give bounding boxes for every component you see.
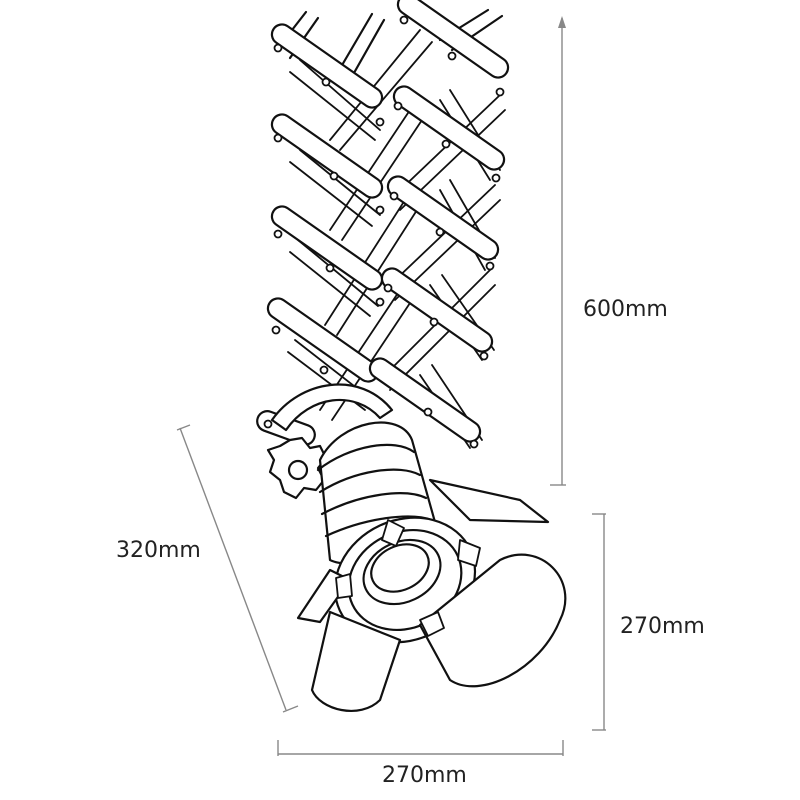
barn-door-bottom [310, 610, 402, 712]
scissor-arm [256, 0, 510, 449]
dimension-bottom [277, 740, 564, 756]
dimension-lines [176, 16, 606, 756]
barn-door-top [428, 478, 550, 524]
dimension-diagonal [176, 424, 299, 713]
lamp-clips [335, 519, 481, 637]
lamp-yoke [270, 383, 394, 432]
knob-center [287, 459, 309, 481]
arm-rivets [263, 15, 505, 449]
height-label: 600mm [583, 297, 668, 322]
barn-door-right [418, 553, 567, 688]
side-label: 270mm [620, 614, 705, 639]
dimension-side [592, 513, 606, 731]
bottom-label: 270mm [382, 763, 467, 788]
lamp-head [266, 383, 567, 712]
arm-slats [256, 0, 510, 446]
dimension-height [550, 16, 566, 486]
diagonal-label: 320mm [116, 538, 201, 563]
